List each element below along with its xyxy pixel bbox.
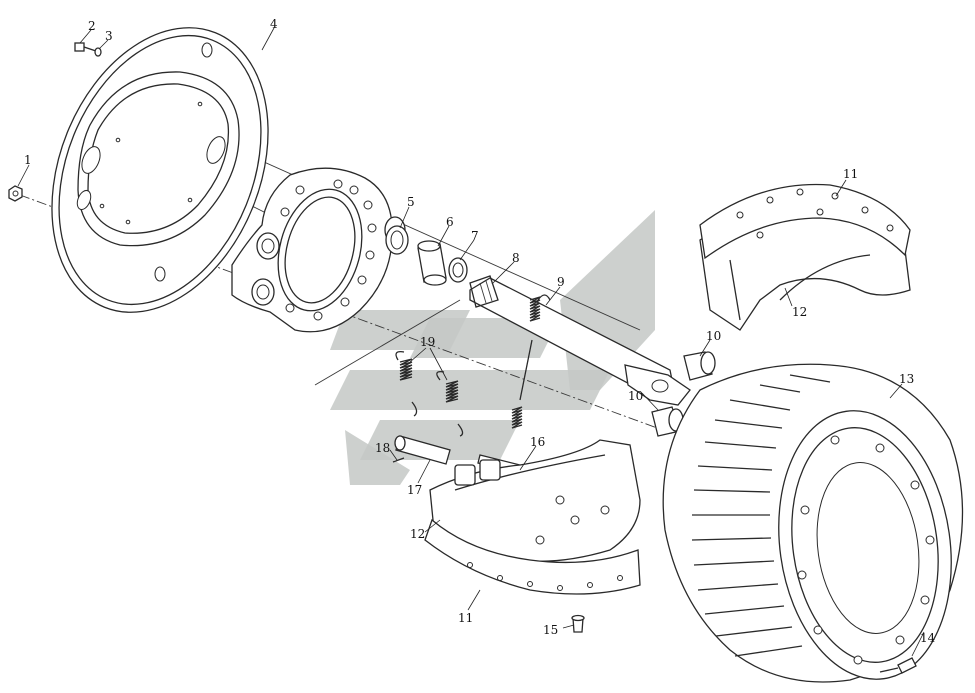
brake-lining-part-11-lower [424,518,641,595]
anchor-pin-part-17 [394,435,451,465]
callout-15: 15 [543,623,558,637]
callout-11-upper: 11 [843,167,858,181]
camshaft-part-8 [469,275,691,406]
callout-10-upper: 10 [706,329,721,343]
callout-16: 16 [530,435,545,449]
dust-shield-plate [51,27,269,313]
callout-7: 7 [471,229,479,243]
shoe-spring-part-19 [395,351,464,437]
callout-11-lower: 11 [458,611,473,625]
grease-fitting-part-15 [571,614,585,633]
callout-5: 5 [407,195,415,209]
callout-18: 18 [375,441,390,455]
callout-6: 6 [446,215,454,229]
nut-part-1 [8,185,23,202]
washer-part-3 [94,47,102,57]
brake-lining-part-11-upper [699,183,911,260]
brake-bracket-spider [231,167,406,333]
callout-labels: 1 2 3 4 5 6 7 8 9 10 10 11 11 12 12 13 1… [24,17,936,645]
bolt-part-2 [74,42,97,52]
bushing-part-6 [417,240,447,286]
brake-shoe-part-12-upper [699,207,911,331]
drum-cooling-fins [691,374,831,657]
callout-2: 2 [88,19,96,33]
callout-1: 1 [24,153,32,167]
brake-shoe-part-12-lower [429,439,641,562]
callout-12-lower: 12 [410,527,425,541]
callout-leader-lines [17,27,925,657]
callout-12-upper: 12 [792,305,807,319]
brake-drum-part-13 [662,363,964,683]
callout-10-lower: 10 [628,389,643,403]
callout-13: 13 [899,372,914,386]
callout-3: 3 [105,29,113,43]
snap-ring-part-7 [448,257,468,283]
callout-19: 19 [420,335,435,349]
callout-17: 17 [407,483,422,497]
callout-9: 9 [557,275,565,289]
bolt-part-14 [879,657,917,674]
callout-8: 8 [512,251,520,265]
clip-part-18 [392,457,405,463]
bushing-part-10-upper [683,351,716,381]
seal-ring-part-5 [385,225,409,255]
callout-4: 4 [270,17,278,31]
callout-14: 14 [920,631,936,645]
return-spring-part-9 [511,294,551,429]
